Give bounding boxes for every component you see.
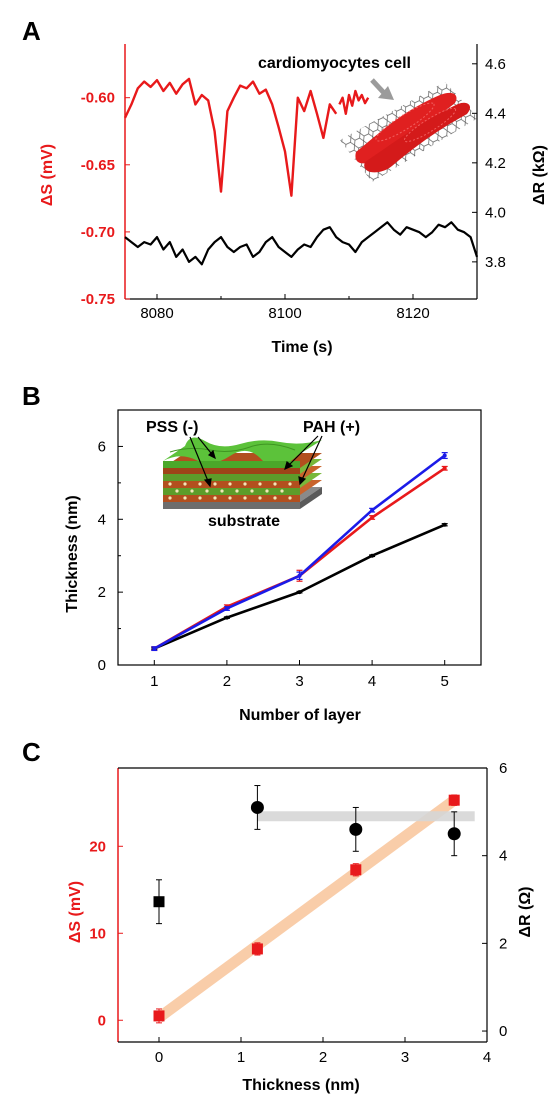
panel-c-right-axis-label: ΔR (Ω): [517, 887, 534, 938]
panel-c-x-tick-label: 1: [237, 1049, 245, 1066]
pss-label: PSS (-): [146, 419, 198, 436]
panel-b-x-tick-label: 4: [368, 673, 376, 690]
panel-c-signal-point: [153, 1010, 165, 1022]
panel-a-left-tick-label: -0.70: [81, 224, 115, 241]
panel-b-x-axis-label: Number of layer: [239, 707, 361, 724]
panel-a-signal-series: [338, 89, 370, 115]
panel-b-data-point: [442, 522, 447, 527]
panel-letter-c: C: [22, 737, 41, 767]
panel-b-series-line: [153, 523, 446, 650]
panel-b-data-point: [152, 646, 157, 651]
cardiomyocytes-annotation: cardiomyocytes cell: [258, 55, 411, 72]
panel-b-y-tick-label: 0: [98, 657, 106, 674]
panel-a-left-tick-label: -0.65: [81, 157, 115, 174]
panel-b-x-tick-label: 1: [150, 673, 158, 690]
panel-a-right-tick-label: 4.2: [485, 155, 506, 172]
panel-a-left-axis-label: ΔS (mV): [39, 144, 56, 206]
panel-c-right-tick-label: 6: [499, 760, 507, 777]
panel-a-right-tick-label: 4.6: [485, 56, 506, 73]
panel-c-left-tick-label: 10: [89, 925, 106, 942]
panel-letter-a: A: [22, 16, 41, 46]
panel-c-resistance-square-point: [153, 896, 165, 908]
panel-b-data-point: [370, 553, 375, 558]
panel-b-data-point: [297, 590, 302, 595]
panel-b-y-tick-label: 2: [98, 584, 106, 601]
panel-a-right-tick-label: 3.8: [485, 254, 506, 271]
panel-b-y-axis-label: Thickness (nm): [64, 495, 81, 612]
panel-b-data-point: [370, 515, 375, 520]
panel-a-chart: 8080 8100 8120 -0.75 -0.70 -0.65 -0.60 3.8 4.0 4.…: [39, 44, 548, 356]
panel-c-x-tick-label: 2: [319, 1049, 327, 1066]
panel-b-y-tick-label: 4: [98, 511, 106, 528]
panel-b-x-tick-label: 2: [223, 673, 231, 690]
panel-a-left-tick-label: -0.75: [81, 291, 115, 308]
panel-c-resistance-point: [250, 800, 264, 814]
panel-b-x-tick-label: 5: [441, 673, 449, 690]
panel-c-right-tick-label: 0: [499, 1023, 507, 1040]
panel-c-signal-point: [251, 943, 263, 955]
cardiomyocyte-cell-illustration: [340, 78, 478, 182]
panel-c-x-tick-label: 4: [483, 1049, 491, 1066]
panel-a-right-tick-label: 4.4: [485, 105, 506, 122]
panel-b-chart: 1 2 3 4 5 0 2 4 6: [64, 409, 482, 724]
panel-c-right-tick-label: 4: [499, 848, 507, 865]
panel-b-x-tick-label: 3: [295, 673, 303, 690]
panel-a-right-axis-label: ΔR (kΩ): [531, 145, 548, 205]
pah-label: PAH (+): [303, 419, 360, 436]
layer-stack-illustration: [163, 435, 323, 509]
panel-c-left-tick-label: 20: [89, 838, 106, 855]
panel-b-data-point: [442, 466, 447, 471]
panel-c-resistance-point: [447, 827, 461, 841]
panel-c-resistance-point: [349, 822, 363, 836]
panel-c-left-axis-label: ΔS (mV): [67, 881, 84, 943]
panel-a-x-axis-label: Time (s): [271, 339, 332, 356]
panel-c-x-tick-label: 0: [155, 1049, 163, 1066]
panel-a-signal-series: [123, 77, 338, 197]
panel-a-x-tick-label: 8120: [396, 305, 429, 322]
panel-c-signal-point: [350, 864, 362, 876]
panel-a-right-tick-label: 4.0: [485, 204, 506, 221]
panel-c-right-tick-label: 2: [499, 935, 507, 952]
panel-c-left-tick-label: 0: [98, 1012, 106, 1029]
panel-c-x-axis-label: Thickness (nm): [242, 1077, 359, 1094]
panel-c-signal-point: [448, 794, 460, 806]
panel-b-y-tick-label: 6: [98, 438, 106, 455]
panel-a-x-tick-label: 8080: [140, 305, 173, 322]
panel-a-x-tick-label: 8100: [268, 305, 301, 322]
panel-b-data-point: [370, 508, 375, 513]
panel-b-data-point: [224, 606, 229, 611]
panel-letter-b: B: [22, 381, 41, 411]
panel-b-data-point: [224, 615, 229, 620]
panel-a-left-tick-label: -0.60: [81, 90, 115, 107]
panel-b-data-point: [442, 453, 447, 458]
panel-c-signal-fit-line: [155, 795, 458, 1023]
substrate-label: substrate: [208, 513, 280, 530]
panel-a-resistance-series: [124, 221, 479, 266]
panel-b-data-point: [297, 573, 302, 578]
panel-c-x-tick-label: 3: [401, 1049, 409, 1066]
